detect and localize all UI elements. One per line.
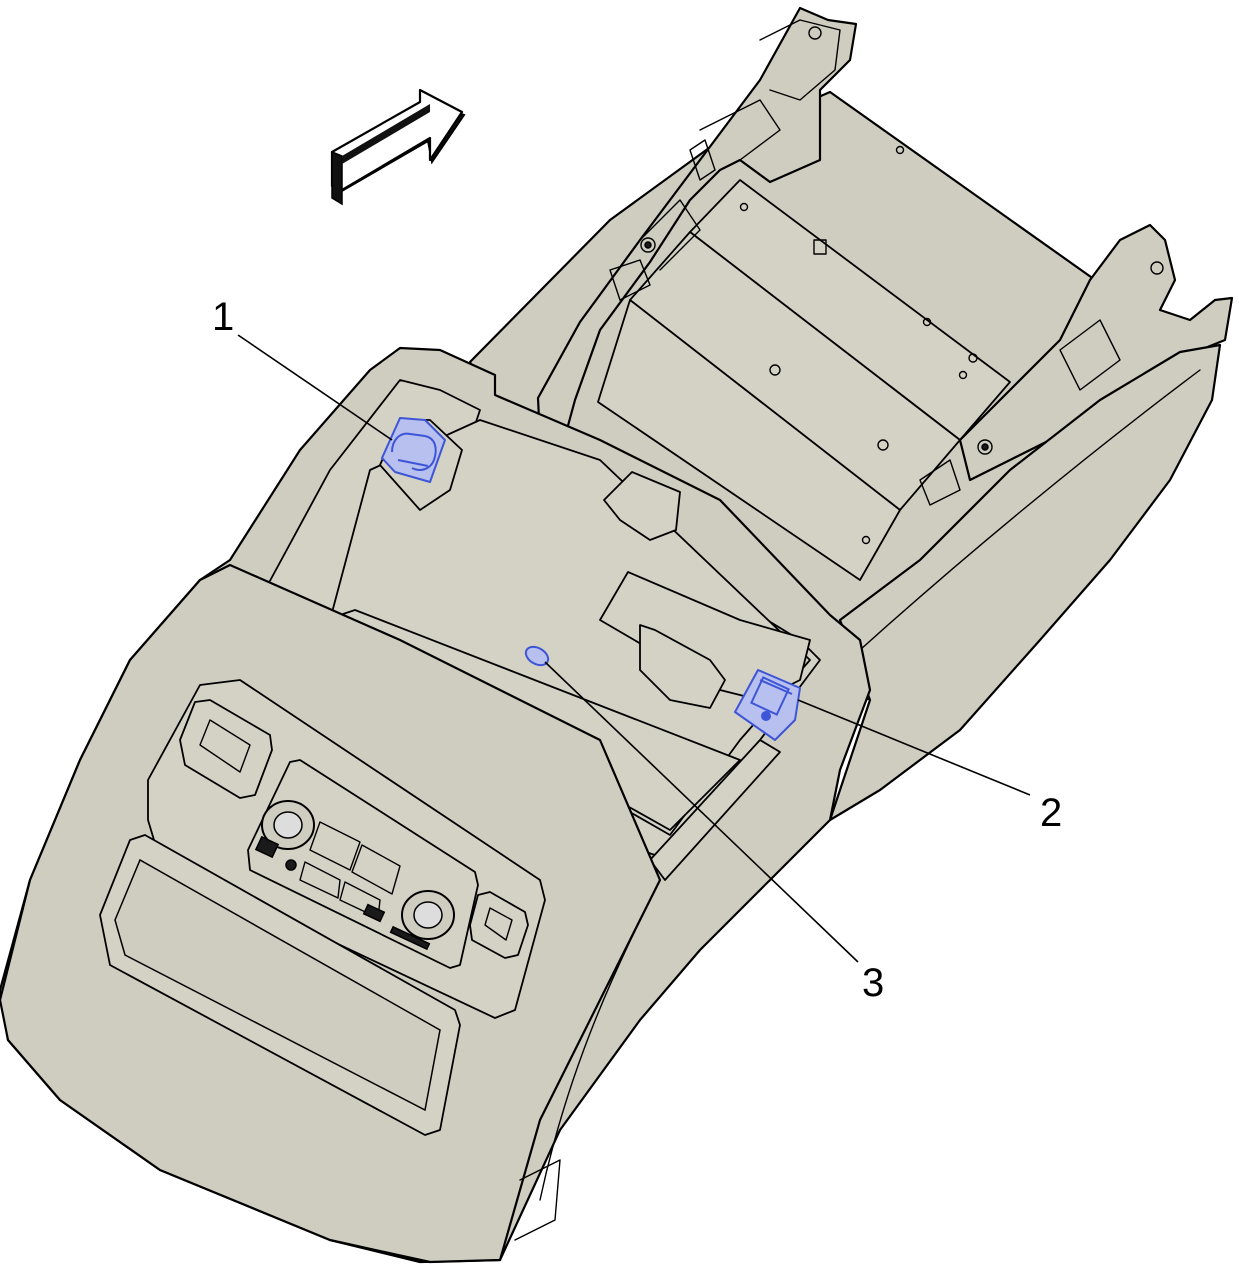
console-front-housing — [0, 346, 872, 1264]
leader-line-1 — [237, 334, 393, 441]
callout-3: 3 — [862, 961, 884, 1005]
component-2-highlight — [734, 669, 801, 741]
component-3-highlight — [524, 645, 550, 667]
forward-arrow-icon — [330, 88, 466, 206]
left-bracket-arm — [536, 6, 858, 457]
callout-1: 1 — [212, 295, 234, 339]
component-1-highlight — [379, 417, 463, 511]
leader-lines — [237, 334, 1031, 963]
callout-2: 2 — [1040, 791, 1062, 835]
console-right-wall — [828, 343, 1222, 822]
leader-line-2 — [797, 699, 1031, 796]
leader-line-3 — [544, 661, 859, 963]
